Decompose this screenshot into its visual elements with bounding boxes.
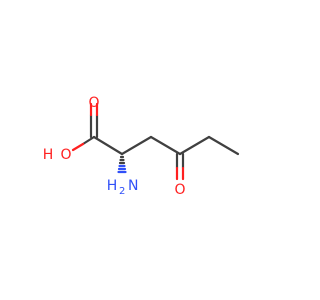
hydroxyl-h-label: H [43, 147, 54, 163]
ketone-oxygen-label: O [174, 182, 185, 198]
molecule-drawing: O H O H 2 N O [43, 95, 240, 198]
c5-c6-bond [207, 135, 240, 156]
amine-n-label: N [128, 178, 138, 194]
c2-c3-bond [120, 135, 153, 156]
amine-h-label: H [107, 178, 118, 194]
stereo-hash-wedge [117, 155, 127, 174]
carboxyl-oxygen-label: O [88, 95, 99, 111]
c3-c4-bond [149, 135, 182, 156]
carboxyl-oh-bond-c [81, 135, 96, 146]
structure-canvas: O H O H 2 N O [42, 95, 240, 198]
c1-c2-bond [92, 135, 124, 156]
hydroxyl-o-label: O [60, 147, 71, 163]
c4-c5-bond [178, 135, 211, 156]
amine-h-subscript: 2 [119, 186, 125, 197]
carboxyl-oh-bond-o [71, 142, 85, 152]
